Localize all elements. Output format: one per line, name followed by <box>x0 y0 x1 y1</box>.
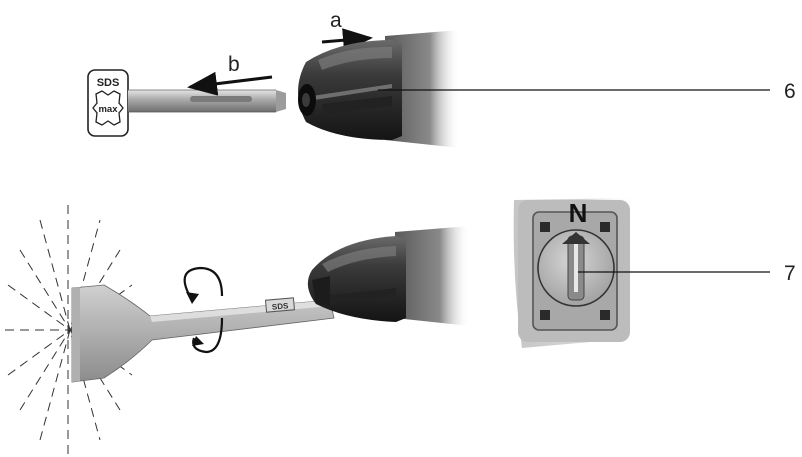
svg-text:SDS: SDS <box>272 301 290 311</box>
tool-holder-chuck-top <box>298 30 460 148</box>
sds-bit-shank <box>128 89 286 113</box>
shank-marking: SDS <box>264 297 296 313</box>
selector-switch: N <box>513 198 636 348</box>
rotation-arrow <box>183 266 224 354</box>
callout-7: 7 <box>578 262 796 285</box>
arrow-a: a <box>321 9 373 53</box>
callout-6: 6 <box>378 80 796 103</box>
chisel-bit: SDS <box>71 284 335 383</box>
tool-holder-chuck-bottom <box>307 226 470 326</box>
sds-badge: SDS max <box>87 69 129 137</box>
callout-7-label: 7 <box>784 262 796 285</box>
sds-badge-top-text: SDS <box>97 77 120 89</box>
callout-6-label: 6 <box>784 80 796 103</box>
selector-letter-n: N <box>569 198 588 228</box>
arrow-b-label: b <box>228 53 240 76</box>
sds-badge-bottom-text: max <box>98 104 118 115</box>
selector-dial <box>537 229 615 307</box>
arrow-b: b <box>187 53 273 96</box>
arrow-a-label: a <box>330 9 342 32</box>
